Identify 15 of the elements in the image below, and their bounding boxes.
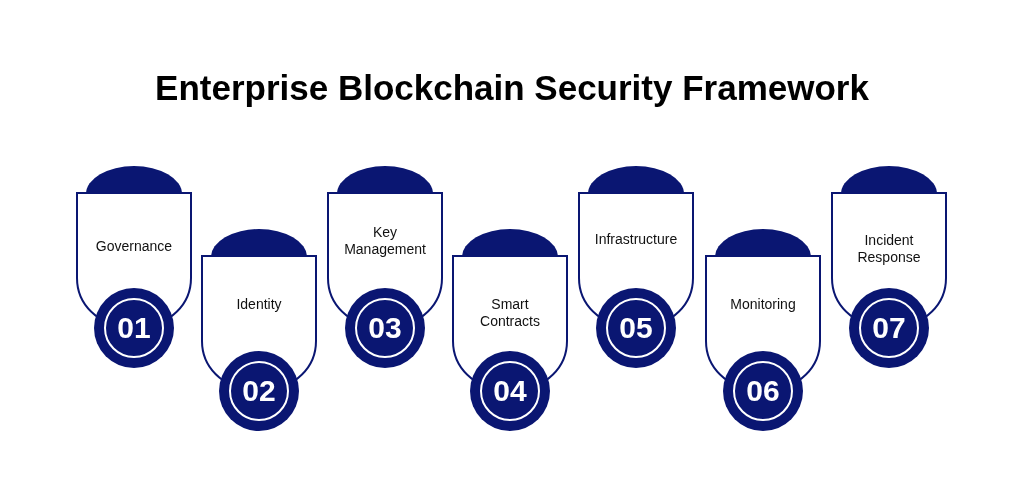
card-label: Infrastructure xyxy=(593,230,679,248)
number-badge: 06 xyxy=(723,351,803,431)
number-badge: 03 xyxy=(345,288,425,368)
number-badge: 04 xyxy=(470,351,550,431)
number-badge: 01 xyxy=(94,288,174,368)
card-label: Incident Response xyxy=(856,232,922,266)
card-label: Governance xyxy=(94,237,174,255)
card-label: Smart Contracts xyxy=(479,296,541,330)
card-label: Key Management xyxy=(343,224,427,258)
number-badge: 07 xyxy=(849,288,929,368)
number-badge: 02 xyxy=(219,351,299,431)
number-badge: 05 xyxy=(596,288,676,368)
card-label: Monitoring xyxy=(729,295,797,313)
card-label: Identity xyxy=(235,295,283,313)
title: Enterprise Blockchain Security Framework xyxy=(154,68,870,108)
